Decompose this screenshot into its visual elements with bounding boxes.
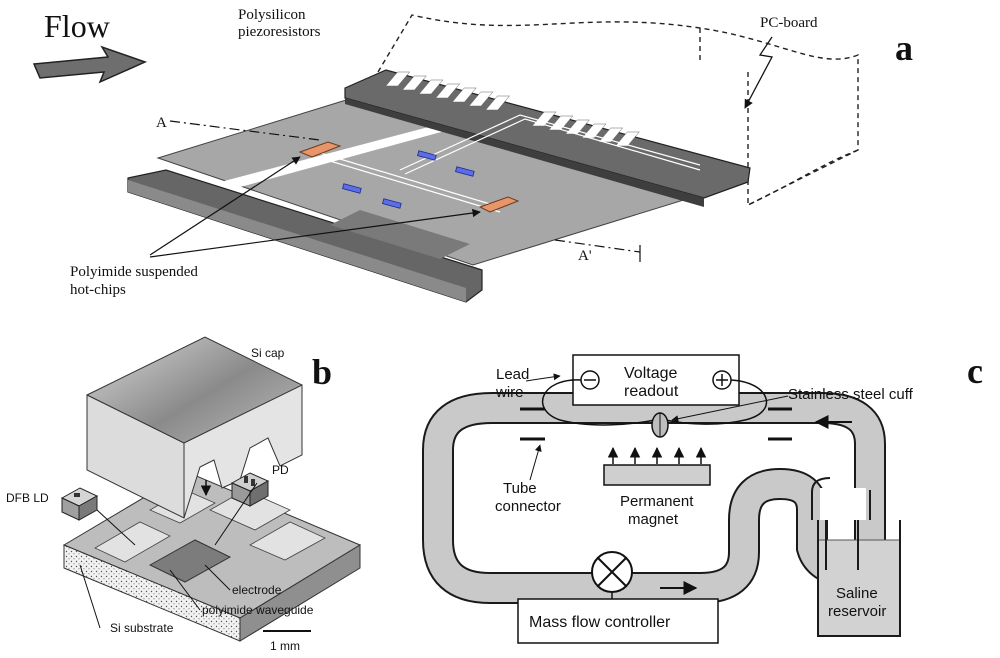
hotchip-label-line1: Polyimide suspended <box>70 264 198 280</box>
section-start-label: A <box>156 115 167 131</box>
tube-label-line2: connector <box>495 498 561 515</box>
waveguide-label: polyimide waveguide <box>202 603 314 617</box>
voltage-label-line2: readout <box>624 383 679 400</box>
panel-a-letter: a <box>895 28 913 68</box>
magnet-label-line1: Permanent <box>620 493 694 510</box>
pcboard-pointer <box>744 36 773 109</box>
piezoresistors <box>342 150 475 209</box>
flow-arrow-icon <box>32 45 148 84</box>
voltage-readout-box <box>572 354 740 406</box>
section-end-label: A' <box>578 248 592 264</box>
mass-flow-box <box>517 598 719 644</box>
cuff-label: Stainless steel cuff <box>788 386 914 403</box>
section-line <box>169 120 641 262</box>
lead-wire-right <box>664 379 768 425</box>
lead-wire-label-line2: wire <box>495 384 524 401</box>
reservoir-label-line2: reservoir <box>828 603 886 620</box>
hot-chip-left <box>298 141 342 158</box>
voltage-label-line1: Voltage <box>624 365 677 382</box>
panel-b: Si cap PD DFB LD electrode polyimide wav… <box>6 336 362 653</box>
tube-label-line1: Tube <box>503 480 537 497</box>
si-cap-label: Si cap <box>251 346 285 360</box>
si-substrate-label: Si substrate <box>110 621 174 635</box>
panel-c-letter: c <box>967 351 983 391</box>
electrode-label: electrode <box>232 583 282 597</box>
lead-wire-left <box>541 379 656 426</box>
pd-label: PD <box>272 463 289 477</box>
scale-label: 1 mm <box>270 639 300 653</box>
substrate-slot <box>190 120 463 198</box>
hotchip-label-line2: hot-chips <box>70 282 126 298</box>
hot-chip-right <box>478 196 520 213</box>
pc-board-outline <box>377 14 859 206</box>
piezo-label-line2: piezoresistors <box>238 24 321 40</box>
electrodes <box>94 489 326 563</box>
dfb-ld-label: DFB LD <box>6 491 49 505</box>
panel-c: Saline reservoir Voltage readout Lead wi… <box>422 351 983 644</box>
signal-traces <box>319 114 701 213</box>
piezo-label-line1: Polysilicon <box>238 7 306 23</box>
reservoir-tubes <box>825 520 859 570</box>
panel-b-letter: b <box>312 352 332 392</box>
reservoir-label-line1: Saline <box>836 585 878 602</box>
pd-chip <box>249 480 269 507</box>
panel-a: Flow Polysilicon piezoresistors PC-board <box>32 7 913 303</box>
permanent-magnet <box>603 464 711 486</box>
field-arrows <box>607 446 707 464</box>
flow-label: Flow <box>44 8 110 44</box>
magnet-label-line2: magnet <box>628 511 679 528</box>
pcboard-label: PC-board <box>760 15 818 31</box>
lead-wire-label-line1: Lead <box>496 366 529 383</box>
polyimide-waveguide <box>148 539 232 583</box>
tube-connectors <box>520 407 792 441</box>
mass-flow-label: Mass flow controller <box>529 614 671 631</box>
